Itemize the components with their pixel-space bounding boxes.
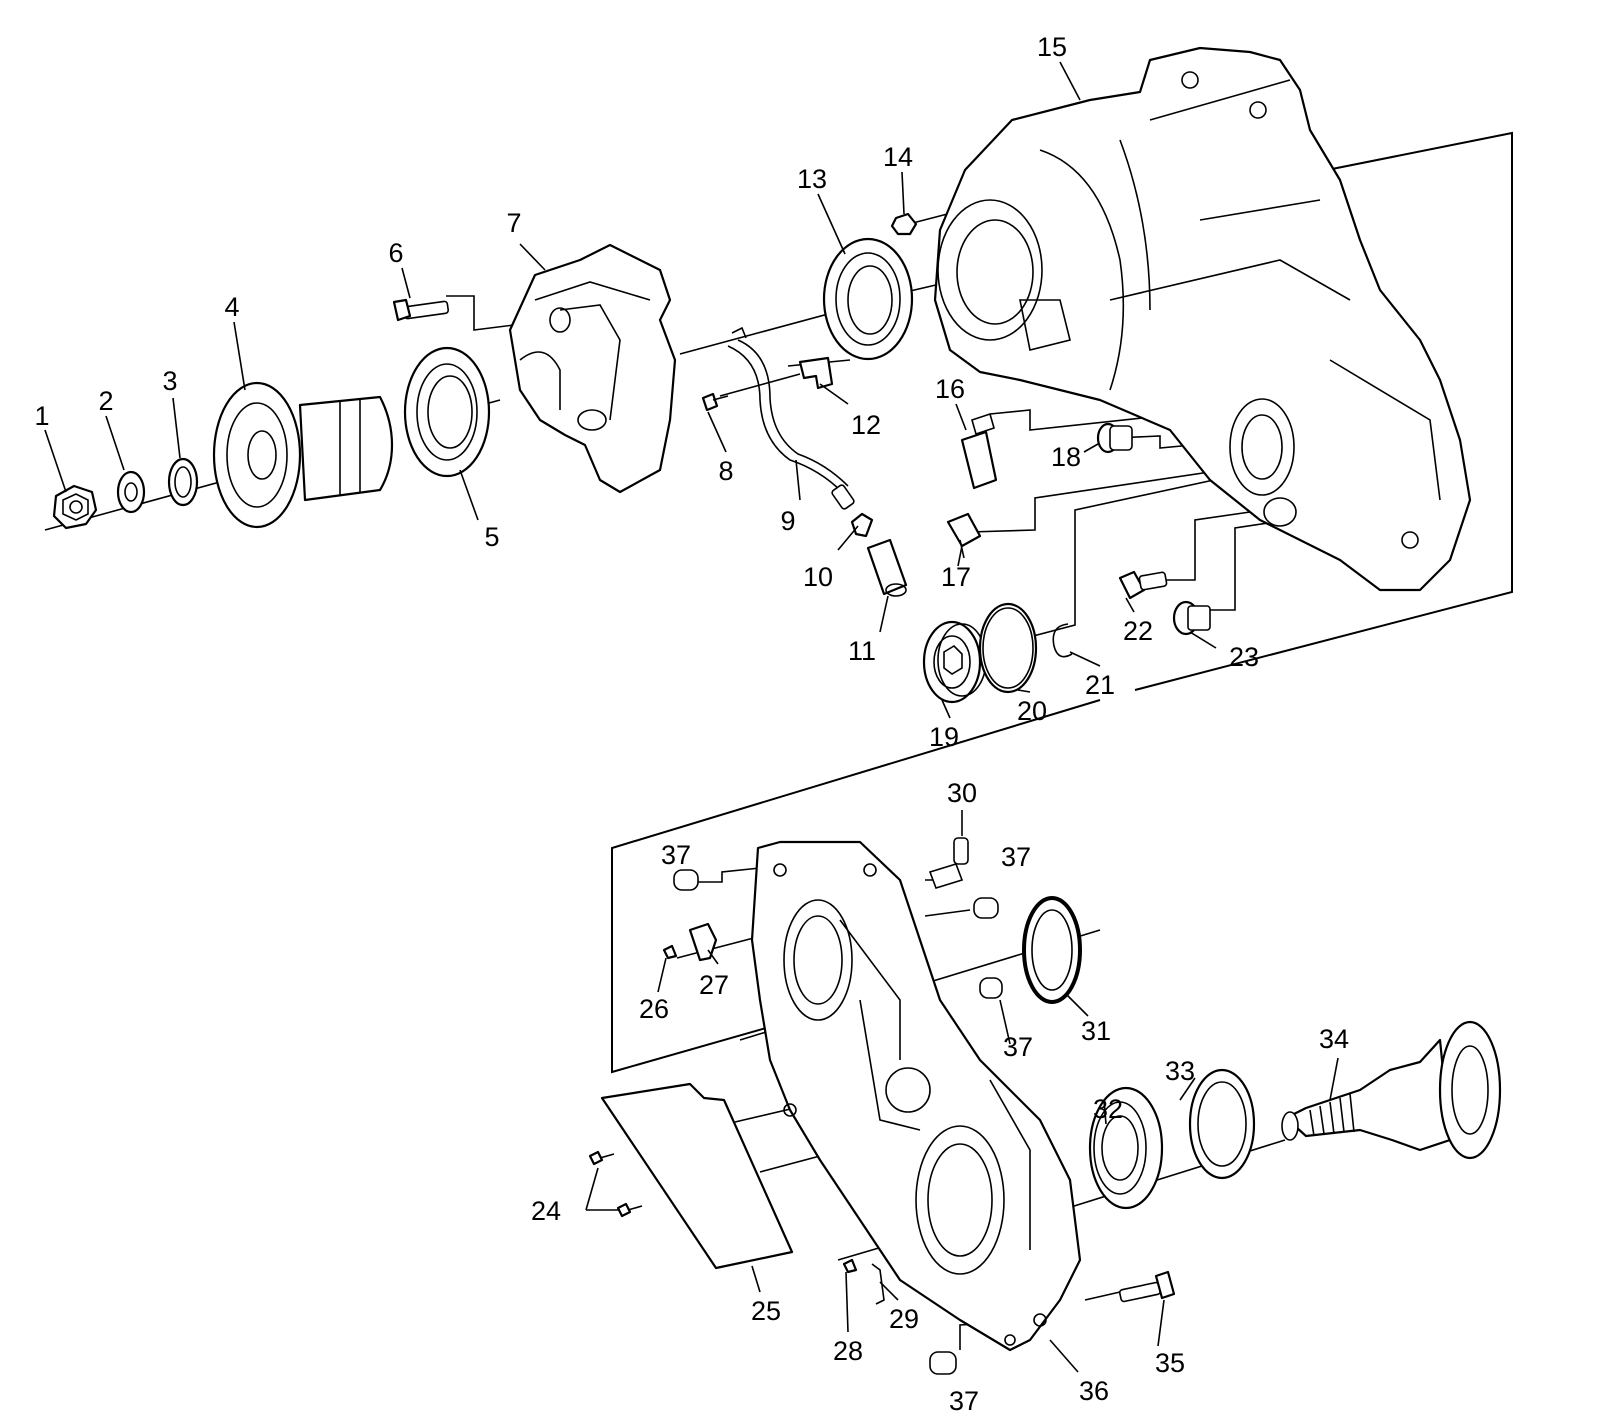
callout-18: 18	[1051, 442, 1081, 472]
sensor-part	[960, 412, 998, 490]
callout-28: 28	[833, 1336, 863, 1366]
callout-35: 35	[1155, 1348, 1185, 1378]
callout-labels: 1 2 3 4 5 6 7 8 9 10 11 12 13 14 15 16 1…	[34, 32, 1349, 1416]
screw-part-28	[842, 1258, 858, 1274]
pump-gear-part	[922, 620, 987, 704]
callout-32: 32	[1093, 1094, 1123, 1124]
rear-output-shaft-part	[1281, 1020, 1502, 1160]
switch-part	[1118, 570, 1168, 600]
callout-5: 5	[484, 522, 499, 552]
callout-8: 8	[718, 456, 733, 486]
seal-ring-part	[167, 457, 199, 507]
callout-1: 1	[34, 401, 49, 431]
callout-26: 26	[639, 994, 669, 1024]
flange-nut-part	[52, 484, 98, 530]
callout-3: 3	[162, 366, 177, 396]
plug-part	[1096, 422, 1133, 454]
callout-21: 21	[1085, 670, 1115, 700]
callout-23: 23	[1229, 642, 1259, 672]
callout-11: 11	[848, 636, 876, 666]
callout-25: 25	[751, 1296, 781, 1326]
lower-assembly-frame	[611, 699, 1101, 1074]
bolt-part-35	[1118, 1270, 1176, 1303]
callout-9: 9	[780, 506, 795, 536]
rear-case-housing-part	[750, 840, 1082, 1352]
label-plate-part	[600, 1082, 794, 1270]
callout-31: 31	[1081, 1016, 1111, 1046]
upper-assembly-frame	[1134, 131, 1513, 691]
snap-ring-part	[1052, 623, 1073, 658]
callout-37-top-left: 37	[661, 840, 691, 870]
callout-33: 33	[1165, 1056, 1195, 1086]
callout-24: 24	[531, 1196, 561, 1226]
callout-37-bottom: 37	[949, 1386, 979, 1416]
position-sensor-part	[946, 512, 982, 567]
callout-37-top-right: 37	[1001, 842, 1031, 872]
callout-36: 36	[1079, 1376, 1109, 1406]
main-case-housing-part	[933, 46, 1472, 592]
callout-7: 7	[506, 208, 521, 238]
front-output-flange-part	[212, 381, 394, 529]
callout-15: 15	[1037, 32, 1067, 62]
callout-22: 22	[1123, 616, 1153, 646]
front-oil-seal-part	[403, 346, 491, 478]
screws-part	[588, 1150, 643, 1218]
callout-30: 30	[947, 778, 977, 808]
bracket-part	[798, 356, 834, 390]
callout-2: 2	[98, 386, 113, 416]
callout-19: 19	[929, 722, 959, 752]
oil-seal-part	[822, 237, 914, 361]
callout-6: 6	[388, 238, 403, 268]
callout-17: 17	[941, 562, 971, 592]
callout-20: 20	[1017, 696, 1047, 726]
drain-plug-part	[1172, 600, 1211, 636]
callout-37-middle: 37	[1003, 1032, 1033, 1062]
washer-part	[116, 470, 146, 514]
electrical-connector-part	[866, 538, 908, 597]
front-housing-part	[508, 243, 677, 494]
callout-10: 10	[803, 562, 833, 592]
callout-13: 13	[797, 164, 827, 194]
callout-4: 4	[224, 292, 239, 322]
callout-leaders	[44, 61, 1339, 1373]
callout-34: 34	[1319, 1024, 1349, 1054]
rear-seal-part	[1022, 896, 1082, 1004]
harness-clip-part	[850, 512, 874, 538]
rear-bearing-part	[1088, 1086, 1164, 1210]
callout-16: 16	[935, 374, 965, 404]
callout-14: 14	[883, 142, 913, 172]
o-ring-part	[978, 602, 1038, 694]
bolt-part	[392, 298, 450, 322]
callout-12: 12	[851, 410, 881, 440]
screw-part	[701, 392, 729, 412]
rear-output-seal-part	[1188, 1068, 1256, 1180]
screw-part-26	[662, 944, 678, 960]
nut-part	[890, 212, 918, 236]
dowel-pins-part	[673, 869, 1003, 1375]
callout-27: 27	[699, 970, 729, 1000]
callout-29: 29	[889, 1304, 919, 1334]
wiring-harness-part	[727, 326, 855, 510]
vent-part	[928, 837, 969, 889]
